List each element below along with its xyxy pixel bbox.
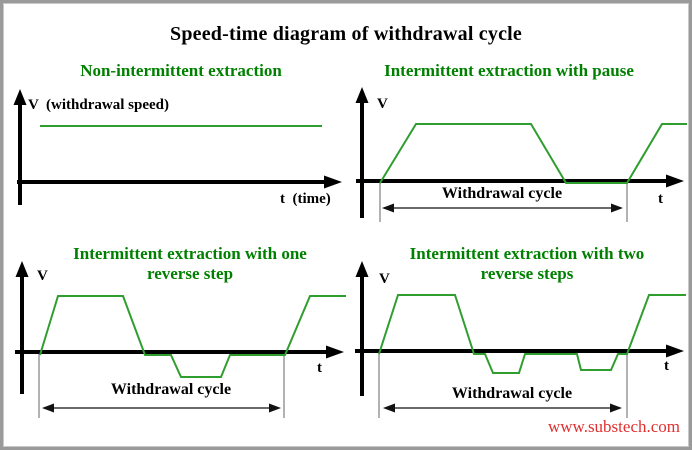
x-axis-arrowhead: [666, 344, 684, 358]
y-axis-arrowhead: [13, 89, 27, 105]
x-axis-arrowhead: [666, 174, 684, 188]
y-axis-arrowhead: [15, 261, 29, 277]
withdrawal-cycle-label: Withdrawal cycle: [110, 381, 232, 398]
y-axis-arrowhead: [355, 87, 369, 103]
v-axis-label: V: [377, 96, 388, 112]
v-axis-label: V (withdrawal speed): [28, 97, 169, 113]
speed-curve: [378, 294, 686, 374]
withdrawal-cycle-label: Withdrawal cycle: [451, 385, 573, 402]
figure-title: Speed-time diagram of withdrawal cycle: [170, 23, 522, 45]
speed-curve: [39, 295, 346, 378]
panel-heading-two-reverse-steps: Intermittent extraction with two reverse…: [409, 244, 645, 283]
x-axis-arrowhead: [324, 175, 342, 189]
cycle-dimension-arrowhead-right: [269, 403, 281, 413]
watermark: www.substech.com: [547, 417, 681, 436]
t-axis-label: t: [658, 191, 663, 207]
t-axis-label: t: [664, 358, 669, 374]
cycle-dimension-arrowhead-right: [611, 203, 623, 213]
x-axis-arrowhead: [326, 345, 344, 359]
t-axis-label: t (time): [280, 191, 331, 207]
panel-heading-one-reverse-step: Intermittent extraction with one reverse…: [73, 244, 307, 283]
withdrawal-cycle-label: Withdrawal cycle: [441, 185, 563, 202]
panel-heading-non-intermittent: Non-intermittent extraction: [80, 61, 282, 80]
v-axis-label: V: [379, 271, 390, 287]
cycle-dimension-arrowhead-left: [382, 203, 394, 213]
v-axis-label: V: [37, 268, 48, 284]
speed-curve: [379, 123, 687, 184]
panel-heading-pause: Intermittent extraction with pause: [384, 61, 634, 80]
t-axis-label: t: [317, 360, 322, 376]
y-axis-arrowhead: [355, 261, 369, 277]
cycle-dimension-arrowhead-right: [610, 403, 622, 413]
cycle-dimension-arrowhead-left: [42, 403, 54, 413]
cycle-dimension-arrowhead-left: [383, 403, 395, 413]
